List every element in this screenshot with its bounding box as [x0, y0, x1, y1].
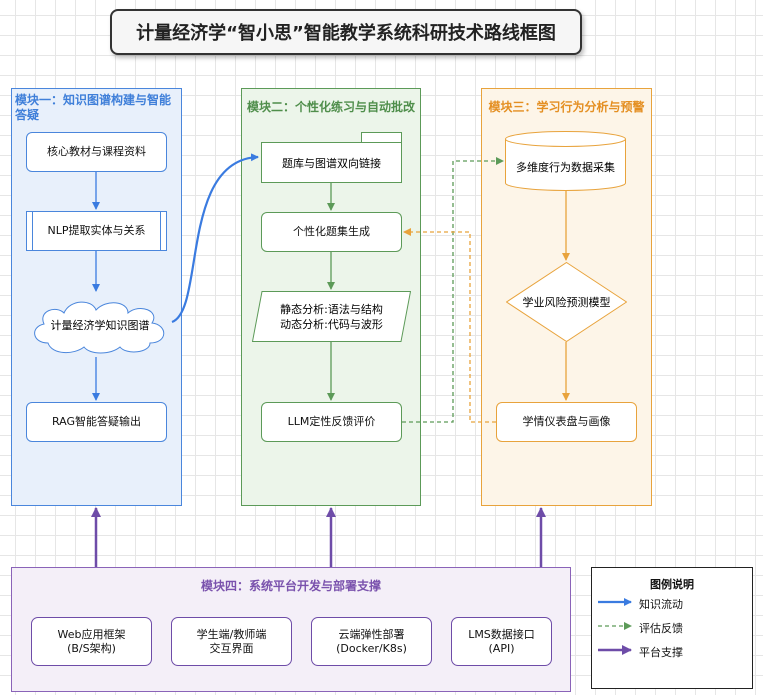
node-behavior-data[interactable]: 多维度行为数据采集 [505, 131, 626, 191]
cloud-shape-icon [34, 301, 165, 354]
node-label-line1: 云端弹性部署 [338, 627, 405, 641]
legend-title: 图例说明 [650, 578, 694, 591]
package-shape-icon [261, 132, 402, 183]
node-label-line2: (API) [488, 641, 515, 655]
diamond-shape-icon [506, 262, 627, 342]
node-question-bank-link[interactable]: 题库与图谱双向链接 [261, 132, 402, 183]
node-label: 多维度行为数据采集 [516, 161, 615, 174]
legend-knowledge-flow: 知识流动 [639, 598, 683, 611]
module-title: 模块二：个性化练习与自动批改 [246, 100, 415, 114]
process-bar-right [160, 212, 161, 250]
node-user-interface[interactable]: 学生端/教师端 交互界面 [171, 617, 292, 666]
module-title: 模块四：系统平台开发与部署支撑 [200, 579, 381, 593]
node-label-line1: Web应用框架 [57, 627, 126, 641]
static-analysis-label: 静态分析:语法与结构 [280, 302, 383, 316]
node-label-line1: LMS数据接口 [468, 627, 535, 641]
database-cylinder-icon [505, 131, 626, 191]
node-nlp-extraction[interactable]: NLP提取实体与关系 [26, 211, 167, 251]
node-static-dynamic-analysis[interactable]: 静态分析:语法与结构 动态分析:代码与波形 [252, 291, 411, 342]
platform-support-arrows [91, 507, 546, 567]
legend-platform-support: 平台支撑 [639, 646, 683, 659]
node-core-materials[interactable]: 核心教材与课程资料 [26, 132, 167, 172]
node-label-line2: (Docker/K8s) [336, 641, 407, 655]
node-lms-interface[interactable]: LMS数据接口 (API) [451, 617, 552, 666]
node-cloud-deploy[interactable]: 云端弹性部署 (Docker/K8s) [311, 617, 432, 666]
node-llm-feedback[interactable]: LLM定性反馈评价 [261, 402, 402, 442]
node-label: 题库与图谱双向链接 [282, 156, 381, 170]
node-web-framework[interactable]: Web应用框架 (B/S架构) [31, 617, 152, 666]
page-title: 计量经济学“智小思”智能教学系统科研技术路线框图 [110, 9, 582, 55]
process-bar-left [32, 212, 33, 250]
parallelogram-shape-icon [252, 291, 411, 342]
node-rag-output[interactable]: RAG智能答疑输出 [26, 402, 167, 442]
dynamic-analysis-label: 动态分析:代码与波形 [280, 317, 383, 331]
node-label-line1: 学生端/教师端 [196, 627, 267, 641]
node-label-line2: (B/S架构) [67, 641, 116, 655]
node-label: NLP提取实体与关系 [47, 224, 146, 237]
node-label: 静态分析:语法与结构 动态分析:代码与波形 [252, 291, 411, 342]
module-title: 模块一：知识图谱构建与智能答疑 [15, 93, 172, 122]
legend: 图例说明 知识流动 评估反馈 平台支撑 [591, 567, 753, 689]
node-dashboard[interactable]: 学情仪表盘与画像 [496, 402, 637, 442]
node-knowledge-graph[interactable]: 计量经济学知识图谱 [26, 293, 174, 357]
node-personalized-set[interactable]: 个性化题集生成 [261, 212, 402, 252]
legend-evaluation-feedback: 评估反馈 [639, 622, 683, 635]
node-label: 计量经济学知识图谱 [50, 319, 150, 332]
node-label-line2: 交互界面 [209, 641, 254, 655]
node-risk-model[interactable]: 学业风险预测模型 [506, 262, 627, 342]
module-title: 模块三：学习行为分析与预警 [488, 100, 645, 114]
node-label: 学业风险预测模型 [522, 296, 611, 309]
